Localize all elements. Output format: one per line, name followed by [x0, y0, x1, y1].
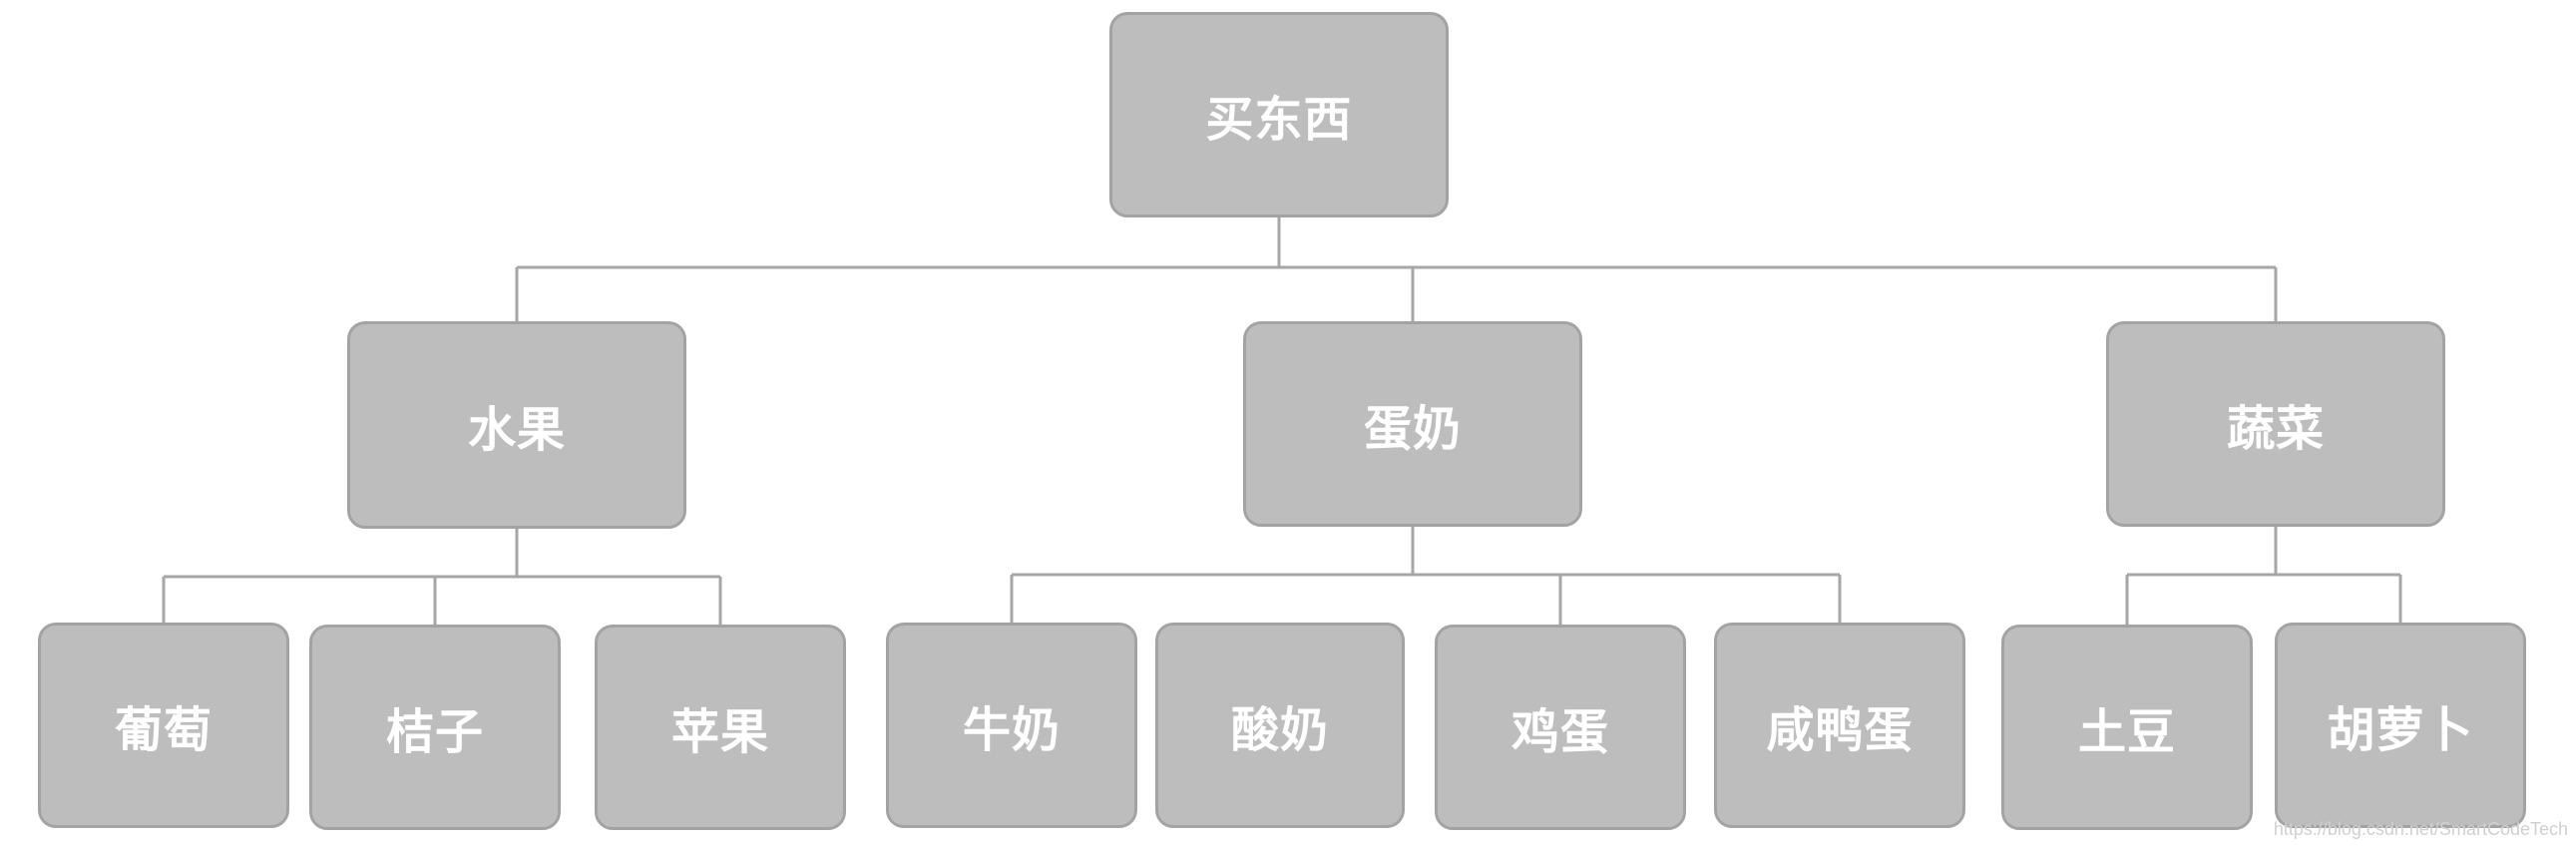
node-label: 水果 — [467, 402, 566, 458]
node-item-milk: 牛奶 — [886, 623, 1137, 828]
watermark-text: https://blog.csdn.net/SmartCodeTech — [2273, 819, 2568, 839]
node-label: 牛奶 — [962, 702, 1061, 758]
node-item-salted-duck-egg: 咸鸭蛋 — [1714, 623, 1965, 828]
node-label: 蛋奶 — [1363, 401, 1462, 457]
node-root: 买东西 — [1109, 12, 1449, 217]
node-label: 苹果 — [670, 704, 769, 760]
node-item-carrot: 胡萝卜 — [2275, 623, 2526, 828]
node-label: 买东西 — [1205, 92, 1353, 148]
node-label: 咸鸭蛋 — [1766, 702, 1914, 758]
node-label: 土豆 — [2077, 704, 2176, 760]
node-category-dairy: 蛋奶 — [1243, 321, 1582, 527]
node-label: 酸奶 — [1230, 702, 1329, 758]
node-label: 鸡蛋 — [1510, 704, 1609, 760]
node-item-orange: 桔子 — [309, 625, 561, 830]
node-label: 葡萄 — [114, 702, 213, 758]
node-item-apple: 苹果 — [595, 625, 846, 830]
node-label: 桔子 — [385, 704, 484, 760]
node-category-fruit: 水果 — [347, 321, 686, 529]
node-item-egg: 鸡蛋 — [1435, 625, 1686, 830]
node-item-grape: 葡萄 — [38, 623, 289, 828]
node-label: 胡萝卜 — [2327, 702, 2474, 758]
node-item-potato: 土豆 — [2001, 625, 2253, 830]
node-item-yogurt: 酸奶 — [1155, 623, 1405, 828]
node-label: 蔬菜 — [2226, 401, 2325, 457]
node-category-vegetables: 蔬菜 — [2106, 321, 2445, 527]
